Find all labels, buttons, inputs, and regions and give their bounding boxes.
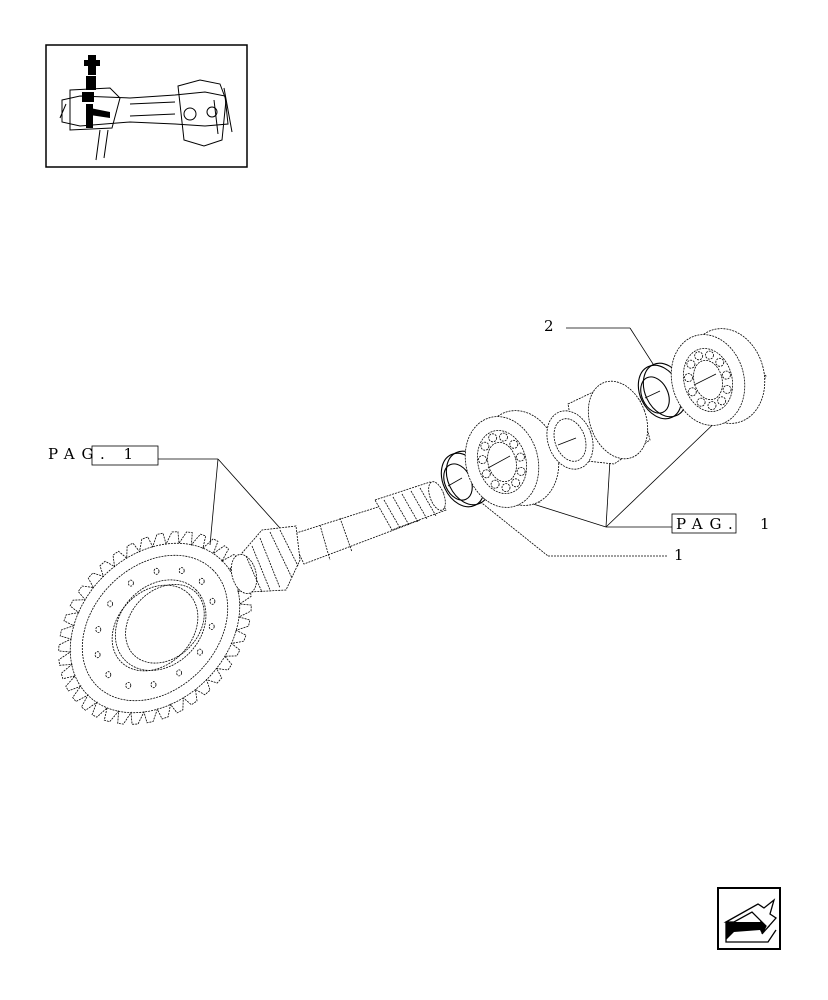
leader-lines [158, 327, 726, 557]
axle-thumbnail[interactable] [45, 44, 248, 168]
previous-page-arrow-icon[interactable] [717, 887, 781, 950]
crown-gear [58, 531, 252, 725]
spacer-sleeve [546, 380, 651, 470]
ref-left-text: PAG. 1 [48, 445, 140, 463]
bearing-2 [670, 328, 767, 426]
ref-right-number: 1 [760, 515, 770, 533]
bearing-1 [464, 410, 561, 508]
shim-2 [637, 362, 688, 420]
callout-1-label: 1 [674, 546, 684, 564]
ref-right-prefix: PAG. [676, 515, 740, 533]
callout-2-label: 2 [544, 317, 554, 335]
ref-label-left[interactable]: PAG. 1 [48, 445, 159, 466]
pinion-shaft [230, 481, 447, 594]
ref-label-right[interactable]: PAG. 1 [671, 513, 770, 534]
